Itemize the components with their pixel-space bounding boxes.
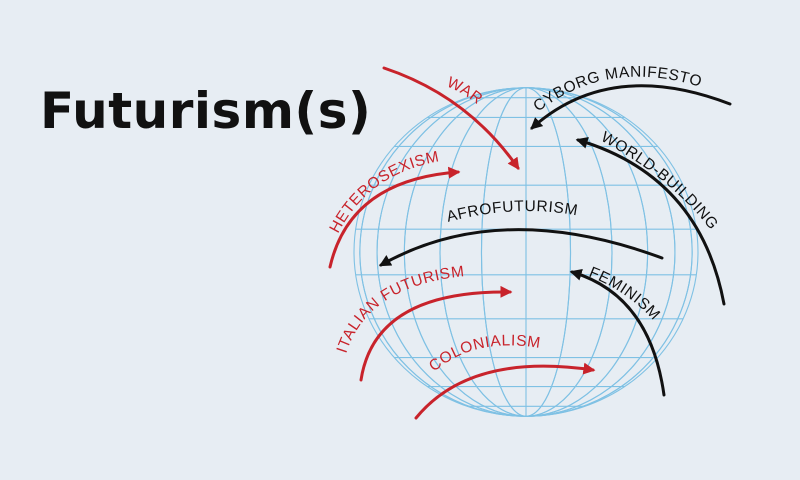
colonialism-arrow bbox=[414, 362, 596, 420]
cyborg-manifesto-arrow bbox=[530, 84, 732, 130]
war-label: WAR bbox=[444, 74, 485, 108]
war-arrow bbox=[382, 66, 520, 170]
arrows bbox=[328, 66, 732, 420]
feminism-label: FEMINISM bbox=[587, 264, 664, 324]
colonialism-label: COLONIALISM bbox=[426, 332, 542, 375]
page-title: Futurism(s) bbox=[40, 82, 372, 140]
afrofuturism-label: AFROFUTURISM bbox=[445, 198, 579, 226]
afrofuturism-arrow bbox=[378, 228, 664, 267]
feminism-arrow bbox=[569, 268, 666, 397]
world-building-label: WORLD-BUILDING bbox=[598, 129, 721, 234]
globe-meridian bbox=[359, 87, 693, 417]
italian-futurism-arrow bbox=[359, 285, 513, 382]
world-building-arrow bbox=[575, 136, 726, 306]
heterosexism-arrow bbox=[328, 166, 461, 269]
